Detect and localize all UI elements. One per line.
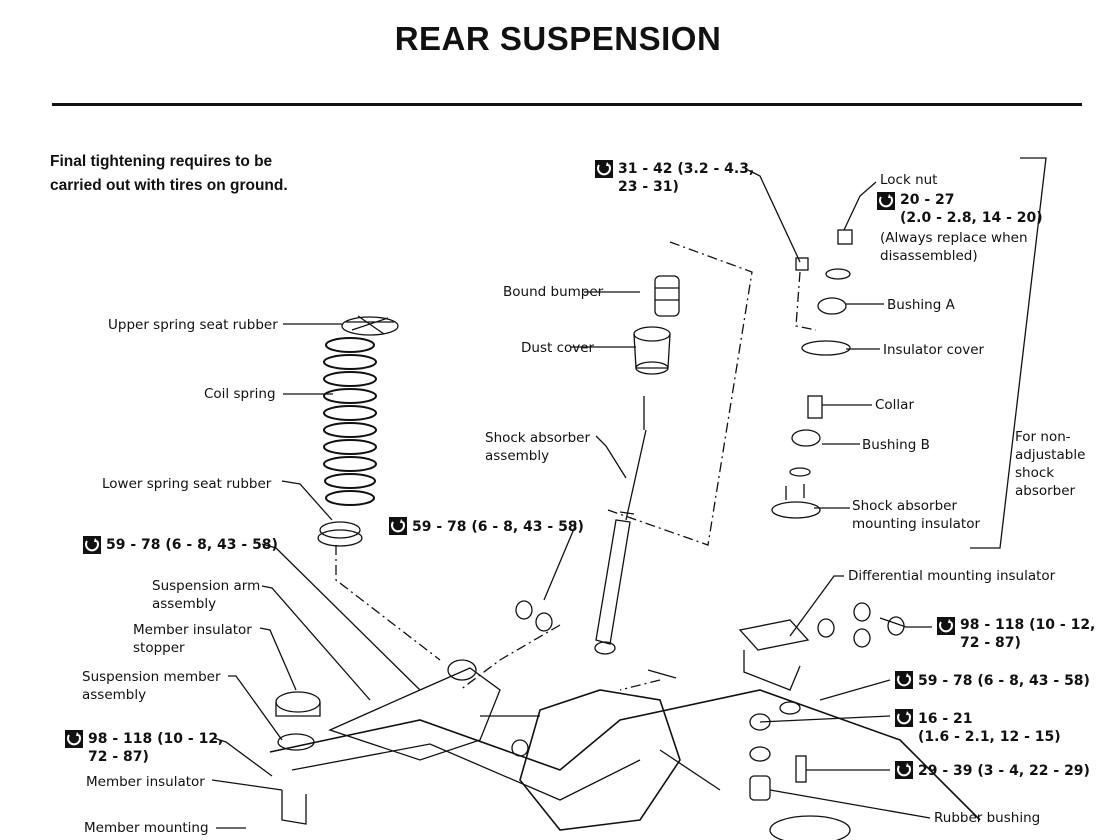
label-dust-cover: Dust cover (521, 340, 595, 356)
label-lower-spring-seat-rubber: Lower spring seat rubber (102, 476, 272, 492)
torque-wrench-icon (83, 536, 101, 554)
torque-wrench-icon (895, 671, 913, 689)
label-bushing-b: Bushing B (862, 437, 930, 453)
label-upper-spring-seat-rubber: Upper spring seat rubber (108, 317, 278, 333)
leader-member-stopper (259, 627, 297, 691)
leader-member-insulator (211, 779, 283, 791)
torque-diff-mount-bolt: 59 - 78 (6 - 8, 43 - 58) (918, 673, 1090, 689)
torque-shock-lower-bolt: 59 - 78 (6 - 8, 43 - 58) (412, 519, 584, 535)
tightening-note: Final tightening requires to be carried … (50, 153, 288, 194)
leader-suspension-arm (261, 585, 371, 701)
label-lock-nut: Lock nut (880, 172, 938, 188)
torque-wrench-icon (937, 617, 955, 635)
label-shock-absorber-mounting-insulator: Shock absorber mounting insulator (852, 498, 981, 532)
label-insulator-cover: Insulator cover (883, 342, 985, 358)
label-suspension-arm-assembly: Suspension arm assembly (152, 578, 261, 612)
torque-shock-top-nut: 31 - 42 (3.2 - 4.3, 23 - 31) (618, 161, 755, 195)
torque-wrench-icon (895, 709, 913, 727)
label-member-insulator-stopper: Member insulator stopper (133, 622, 252, 656)
label-lock-nut-note: (Always replace when disassembled) (880, 230, 1028, 264)
label-differential-mounting-insulator: Differential mounting insulator (848, 568, 1056, 584)
label-coil-spring: Coil spring (204, 386, 276, 402)
label-member-insulator: Member insulator (86, 774, 205, 790)
torque-wrench-icon (895, 761, 913, 779)
leader-lower-seat (281, 480, 333, 521)
leader-shock-lower-bolt (543, 523, 577, 601)
leader-member-nut (213, 737, 273, 777)
torque-diff-lower-nut: 16 - 21 (1.6 - 2.1, 12 - 15) (918, 711, 1061, 745)
leader-suspension-member (228, 675, 283, 741)
torque-lock-nut: 20 - 27 (2.0 - 2.8, 14 - 20) (900, 192, 1043, 226)
leader-shock (595, 435, 627, 479)
label-shock-absorber-assembly: Shock absorber assembly (485, 430, 591, 464)
torque-member-nut: 98 - 118 (10 - 12, 72 - 87) (88, 731, 224, 765)
label-suspension-member-assembly: Suspension member assembly (82, 669, 221, 703)
label-member-mounting: Member mounting (84, 820, 209, 836)
torque-wrench-icon (389, 517, 407, 535)
torque-arm-bolt: 59 - 78 (6 - 8, 43 - 58) (106, 537, 278, 553)
torque-diff-lower-bolt: 29 - 39 (3 - 4, 22 - 29) (918, 763, 1090, 779)
leader-shock-top-nut (747, 169, 801, 263)
torque-diff-insulator-nut: 98 - 118 (10 - 12, 72 - 87) (960, 617, 1096, 651)
label-collar: Collar (875, 397, 915, 413)
leader-diff-lower-nut (759, 715, 891, 723)
label-bushing-a: Bushing A (887, 297, 955, 313)
leader-rubber-bushing (769, 789, 931, 819)
leader-lock-nut (843, 181, 877, 231)
torque-wrench-icon (65, 730, 83, 748)
bracket-non-adjustable (970, 157, 1047, 549)
label-rubber-bushing: Rubber bushing (934, 810, 1041, 826)
leader-diff-mount-bolt (819, 679, 891, 701)
leader-diff-insulator (789, 575, 844, 637)
torque-wrench-icon (595, 160, 613, 178)
leader-arm-bolt (261, 543, 421, 691)
page-title: REAR SUSPENSION (394, 20, 722, 57)
title-rule (52, 103, 1082, 106)
torque-wrench-icon (877, 192, 895, 210)
label-bound-bumper: Bound bumper (503, 284, 604, 300)
label-for-non-adjustable: For non- adjustable shock absorber (1015, 429, 1086, 499)
